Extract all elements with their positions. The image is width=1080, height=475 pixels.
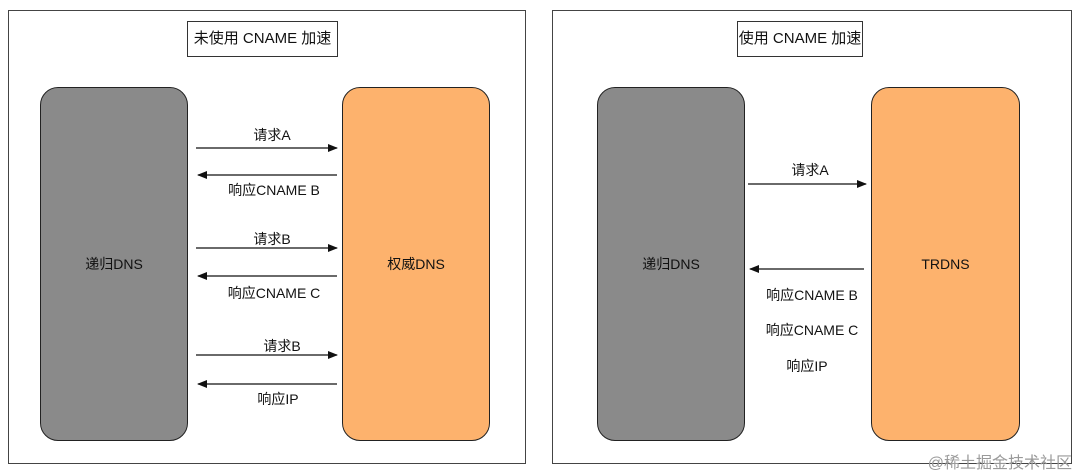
- watermark: @稀土掘金技术社区: [927, 455, 1072, 472]
- left-authoritative-dns-label: 权威DNS: [387, 256, 445, 272]
- right-trdns-node: TRDNS: [871, 87, 1020, 441]
- right-response-label: 响应CNAME B: [766, 287, 858, 303]
- left-message-label: 请求B: [263, 338, 301, 354]
- left-message-label: 请求B: [253, 231, 291, 247]
- right-panel-title: 使用 CNAME 加速: [737, 21, 863, 57]
- left-recursive-dns-label: 递归DNS: [85, 256, 143, 272]
- right-response-label: 响应CNAME C: [765, 322, 859, 338]
- right-trdns-label: TRDNS: [921, 256, 970, 272]
- right-recursive-dns-node: 递归DNS: [597, 87, 745, 441]
- left-message-label: 请求A: [253, 127, 291, 143]
- left-message-label: 响应IP: [257, 391, 299, 407]
- left-message-label: 响应CNAME C: [227, 285, 321, 301]
- left-message-label: 响应CNAME B: [228, 182, 320, 198]
- right-recursive-dns-label: 递归DNS: [642, 256, 700, 272]
- left-panel-title: 未使用 CNAME 加速: [187, 21, 338, 57]
- left-recursive-dns-node: 递归DNS: [40, 87, 188, 441]
- right-response-label: 响应IP: [786, 358, 828, 374]
- right-request-label: 请求A: [791, 162, 829, 178]
- left-authoritative-dns-node: 权威DNS: [342, 87, 490, 441]
